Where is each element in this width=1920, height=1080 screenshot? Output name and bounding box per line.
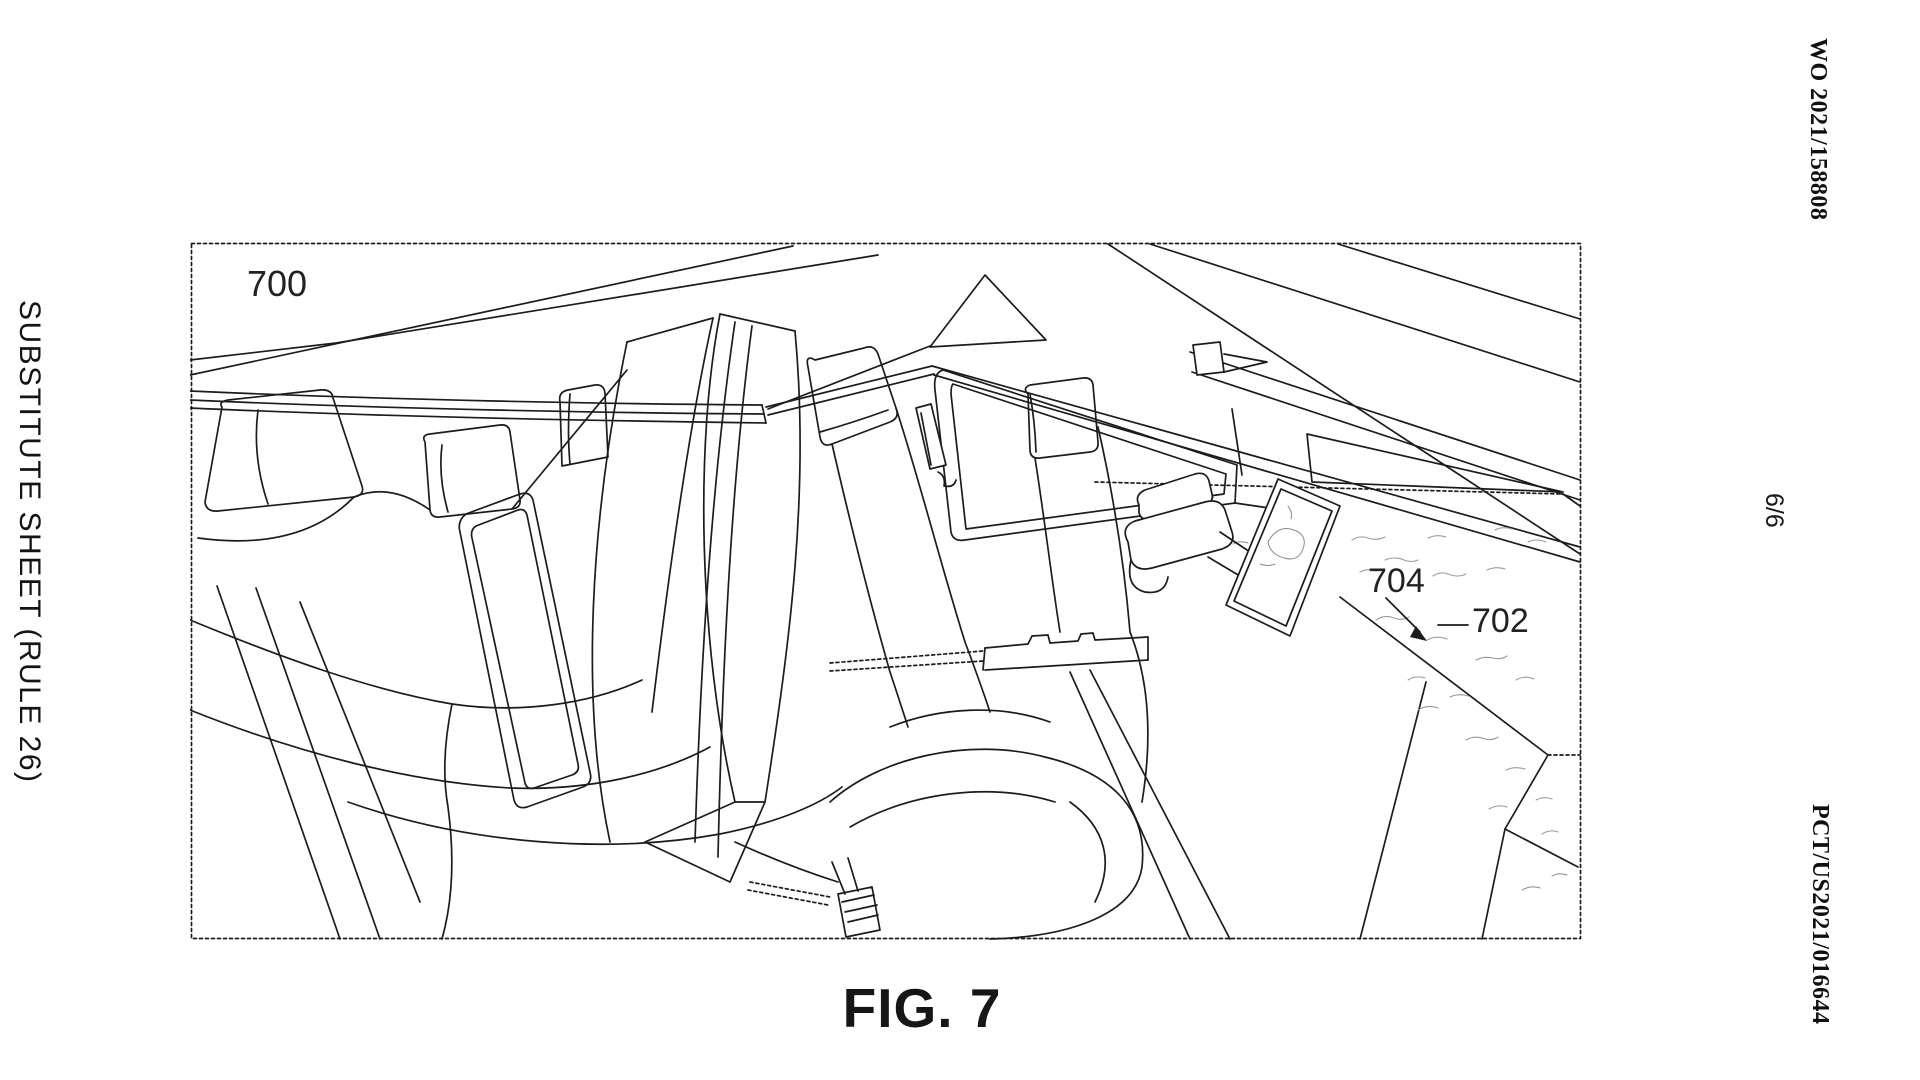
driver-seatback-top [719,313,796,332]
passenger-cushion [829,748,1144,940]
front-window-sliver [1306,433,1564,493]
leader-arrow-704 [1385,597,1421,633]
ref-labels: 700 704 702 [247,263,1529,641]
driver-headrest [806,346,898,446]
application-number-text: PCT/US2021/016644 [1807,804,1833,1025]
rear-bench-seat [190,369,843,940]
figure-caption: FIG. 7 [842,977,1002,1039]
leader-arrowhead-704 [1410,626,1427,641]
bench-headrest-middle [422,424,521,518]
seat-belt-strap [915,403,947,470]
bench-headrest-right [558,384,609,467]
patent-figure: 700 704 702 [190,242,1582,940]
figure-border [190,242,1582,940]
publication-number-text: WO 2021/158808 [1805,38,1831,221]
seatback-blade-rear-top [626,317,714,343]
seat-belt-tongue [837,886,881,938]
front-seats [591,313,1149,940]
screen-sketch [1267,528,1305,560]
sheet-number-text: 6/6 [1760,493,1788,528]
ref-label-700: 700 [247,263,307,304]
vehicle-interior-drawing: 700 704 702 [190,242,1582,940]
quarter-panel [929,274,1047,348]
ref-label-702: 702 [1472,602,1529,640]
display-screen [1225,478,1341,637]
steering-yoke [1124,472,1263,595]
b-pillar-line [1231,408,1243,476]
bench-armrest [458,492,592,809]
ref-label-704: 704 [1368,562,1425,600]
substitute-sheet-text: SUBSTITUTE SHEET (RULE 26) [13,300,46,784]
sun-visor [1192,341,1268,376]
bench-headrest-left [204,389,364,512]
windshield-lines [767,243,1581,563]
door-panel [829,632,1231,940]
roof-lines [190,245,935,424]
